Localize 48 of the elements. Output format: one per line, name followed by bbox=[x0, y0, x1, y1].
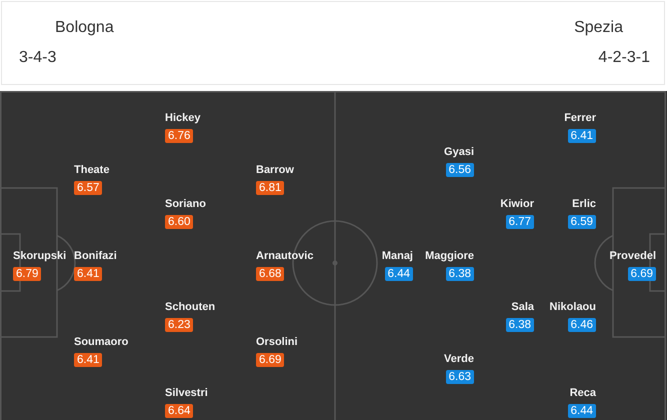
rating-badge: 6.69 bbox=[256, 353, 284, 367]
rating-badge: 6.41 bbox=[568, 129, 596, 143]
rating-badge: 6.23 bbox=[165, 318, 194, 332]
player-name: Maggiore bbox=[425, 249, 474, 263]
formation: 4-2-3-1 bbox=[598, 48, 650, 68]
rating-badge: 6.64 bbox=[165, 404, 194, 418]
player-name: Barrow bbox=[256, 163, 294, 177]
player-name: Soriano bbox=[165, 197, 206, 211]
player-name: Schouten bbox=[165, 300, 216, 314]
player-name: Orsolini bbox=[256, 335, 298, 349]
player-name: Arnautovic bbox=[256, 249, 314, 263]
rating-badge: 6.69 bbox=[628, 267, 656, 281]
player-name: Provedel bbox=[610, 249, 656, 263]
player-name: Verde bbox=[444, 352, 474, 366]
rating-badge: 6.79 bbox=[13, 267, 42, 281]
rating-badge: 6.57 bbox=[74, 181, 102, 195]
team-name: Bologna bbox=[55, 18, 114, 38]
player-name: Bonifazi bbox=[74, 249, 117, 263]
rating-badge: 6.77 bbox=[506, 215, 534, 229]
rating-badge: 6.76 bbox=[165, 129, 194, 143]
rating-badge: 6.60 bbox=[165, 215, 194, 229]
player-name: Kiwior bbox=[500, 197, 534, 211]
team-name: Spezia bbox=[574, 18, 623, 38]
rating-badge: 6.44 bbox=[568, 404, 596, 418]
rating-badge: 6.41 bbox=[74, 353, 102, 367]
player-name: Sala bbox=[511, 300, 534, 314]
player-name: Manaj bbox=[382, 249, 413, 263]
player-name: Nikolaou bbox=[550, 300, 596, 314]
formation: 3-4-3 bbox=[19, 48, 56, 68]
rating-badge: 6.41 bbox=[74, 267, 102, 281]
rating-badge: 6.38 bbox=[506, 318, 534, 332]
player-name: Skorupski bbox=[13, 249, 66, 263]
rating-badge: 6.56 bbox=[446, 163, 474, 177]
player-name: Hickey bbox=[165, 111, 200, 125]
player-name: Ferrer bbox=[564, 111, 596, 125]
rating-badge: 6.46 bbox=[568, 318, 596, 332]
player-name: Soumaoro bbox=[74, 335, 128, 349]
rating-badge: 6.68 bbox=[256, 267, 284, 281]
player-name: Reca bbox=[570, 386, 596, 400]
player-name: Gyasi bbox=[444, 145, 474, 159]
rating-badge: 6.81 bbox=[256, 181, 284, 195]
rating-badge: 6.59 bbox=[568, 215, 596, 229]
rating-badge: 6.63 bbox=[446, 370, 474, 384]
player-name: Silvestri bbox=[165, 386, 208, 400]
player-name: Theate bbox=[74, 163, 110, 177]
rating-badge: 6.44 bbox=[384, 267, 413, 281]
rating-badge: 6.38 bbox=[446, 267, 474, 281]
player-name: Erlic bbox=[572, 197, 596, 211]
